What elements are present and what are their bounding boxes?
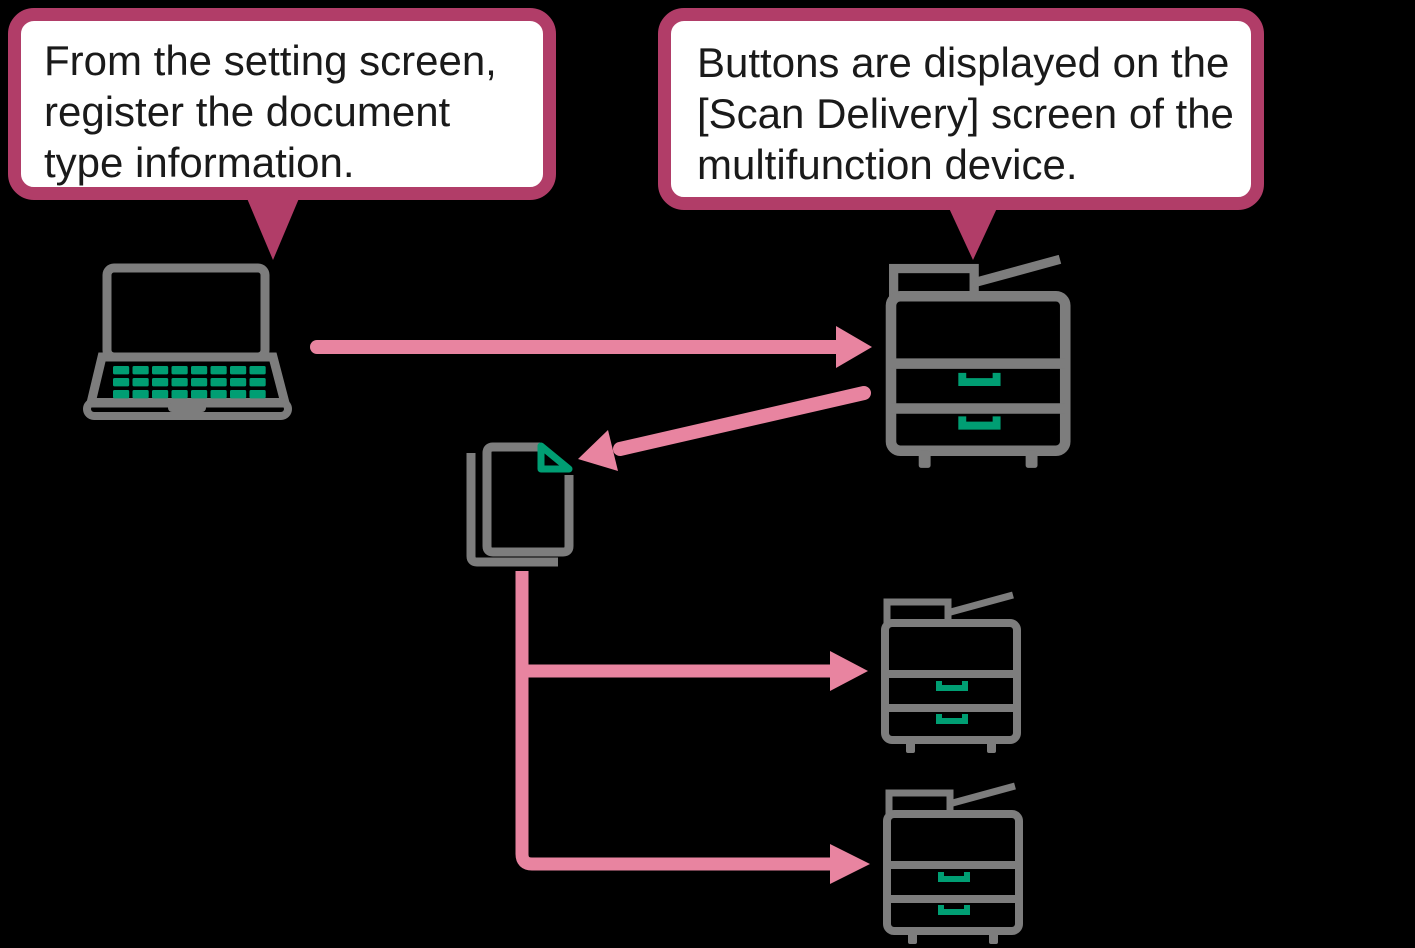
- laptop-key: [230, 366, 247, 375]
- laptop-key: [210, 390, 227, 399]
- document-front-sheet: [482, 442, 574, 557]
- laptop-key: [230, 378, 247, 387]
- laptop-key: [171, 390, 188, 399]
- callout-text-line: Buttons are displayed on the: [697, 39, 1230, 86]
- document-folded-corner: [537, 442, 573, 473]
- arrow-head: [836, 326, 872, 368]
- laptop-key: [210, 366, 227, 375]
- callout-text-line: [Scan Delivery] screen of the: [697, 90, 1234, 137]
- printer-icon: [887, 786, 1019, 944]
- laptop-key: [191, 390, 208, 399]
- callout-text-line: multifunction device.: [697, 141, 1078, 188]
- laptop-screen: [102, 263, 270, 362]
- laptop-key: [191, 366, 208, 375]
- laptop-key: [249, 366, 266, 375]
- arrow-device-to-document: [578, 386, 871, 471]
- laptop-key: [171, 378, 188, 387]
- arrow-head: [830, 651, 868, 691]
- connector-trunk: [515, 571, 832, 871]
- arrow-laptop-to-device: [310, 326, 872, 368]
- callout-tail: [246, 196, 300, 260]
- laptop-key: [249, 390, 266, 399]
- laptop-key: [191, 378, 208, 387]
- laptop-key: [132, 378, 149, 387]
- scanned-document-icon: [466, 442, 574, 567]
- laptop-key: [249, 378, 266, 387]
- callout-scan-delivery-buttons: Buttons are displayed on the [Scan Deliv…: [658, 8, 1264, 210]
- laptop-key: [113, 378, 130, 387]
- arrow-shaft: [613, 386, 871, 456]
- laptop-keys: [113, 366, 266, 399]
- laptop-key: [152, 390, 169, 399]
- printer-icon: [885, 595, 1017, 753]
- callout-tail: [948, 206, 998, 260]
- document-back-sheet: [466, 453, 558, 567]
- laptop-icon: [83, 263, 292, 420]
- callout-text-line: type information.: [44, 139, 355, 186]
- laptop-key: [171, 366, 188, 375]
- laptop-key: [132, 390, 149, 399]
- laptop-trackpad-notch: [168, 403, 206, 412]
- multifunction-device-icon: [891, 259, 1065, 468]
- laptop-key: [152, 378, 169, 387]
- connector-document-to-printers: [515, 571, 870, 884]
- callout-settings-screen: From the setting screen, register the do…: [8, 8, 556, 200]
- laptop-key: [210, 378, 227, 387]
- callout-text-line: From the setting screen,: [44, 37, 497, 84]
- laptop-key: [113, 366, 130, 375]
- laptop-key: [152, 366, 169, 375]
- laptop-base: [83, 398, 292, 420]
- arrow-head: [830, 844, 870, 884]
- laptop-key: [113, 390, 130, 399]
- laptop-key: [230, 390, 247, 399]
- laptop-key: [132, 366, 149, 375]
- callout-text-line: register the document: [44, 88, 451, 135]
- arrow-head: [578, 430, 618, 471]
